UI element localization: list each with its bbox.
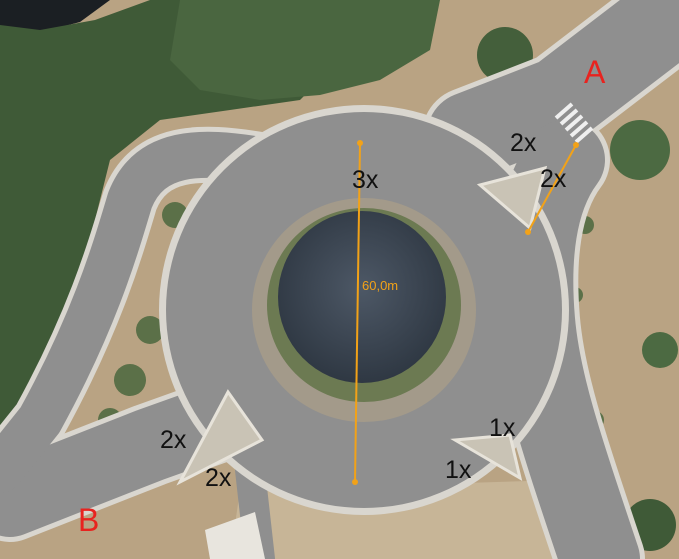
tree-cluster [610, 120, 670, 180]
point-a-label: A [584, 54, 606, 90]
tree-cluster [642, 332, 678, 368]
tree-cover-top [170, 0, 440, 100]
lane-count-ne-exit: 2x [540, 165, 567, 193]
splitter-island-sw [176, 389, 265, 486]
splitter-island-se [450, 433, 523, 482]
shrub [136, 316, 164, 344]
entry-measure-line [527, 144, 577, 233]
diameter-measure-line [354, 142, 361, 483]
point-b-label: B [78, 502, 100, 538]
lane-count-sw-lower: 2x [205, 464, 232, 492]
measure-endpoint [525, 229, 531, 235]
shrub [114, 364, 146, 396]
building-corner [205, 512, 265, 559]
lane-count-ne-entry: 2x [510, 129, 537, 157]
measure-endpoint [357, 140, 363, 146]
road-arm-a [427, 0, 679, 178]
tree-cover-left [0, 0, 340, 470]
measure-endpoint [573, 142, 579, 148]
pedestrian-crossing [554, 102, 594, 144]
diameter-label: 60,0m [362, 278, 399, 293]
road-arm-west [0, 131, 283, 493]
lane-count-se-upper: 1x [489, 414, 516, 442]
lane-count-north: 3x [352, 166, 379, 194]
central-island [278, 211, 446, 383]
lane-count-se-lower: 1x [445, 456, 472, 484]
lane-count-sw-upper: 2x [160, 426, 187, 454]
splitter-island-ne [476, 165, 548, 231]
dark-area [0, 0, 110, 35]
measure-endpoint [352, 479, 358, 485]
